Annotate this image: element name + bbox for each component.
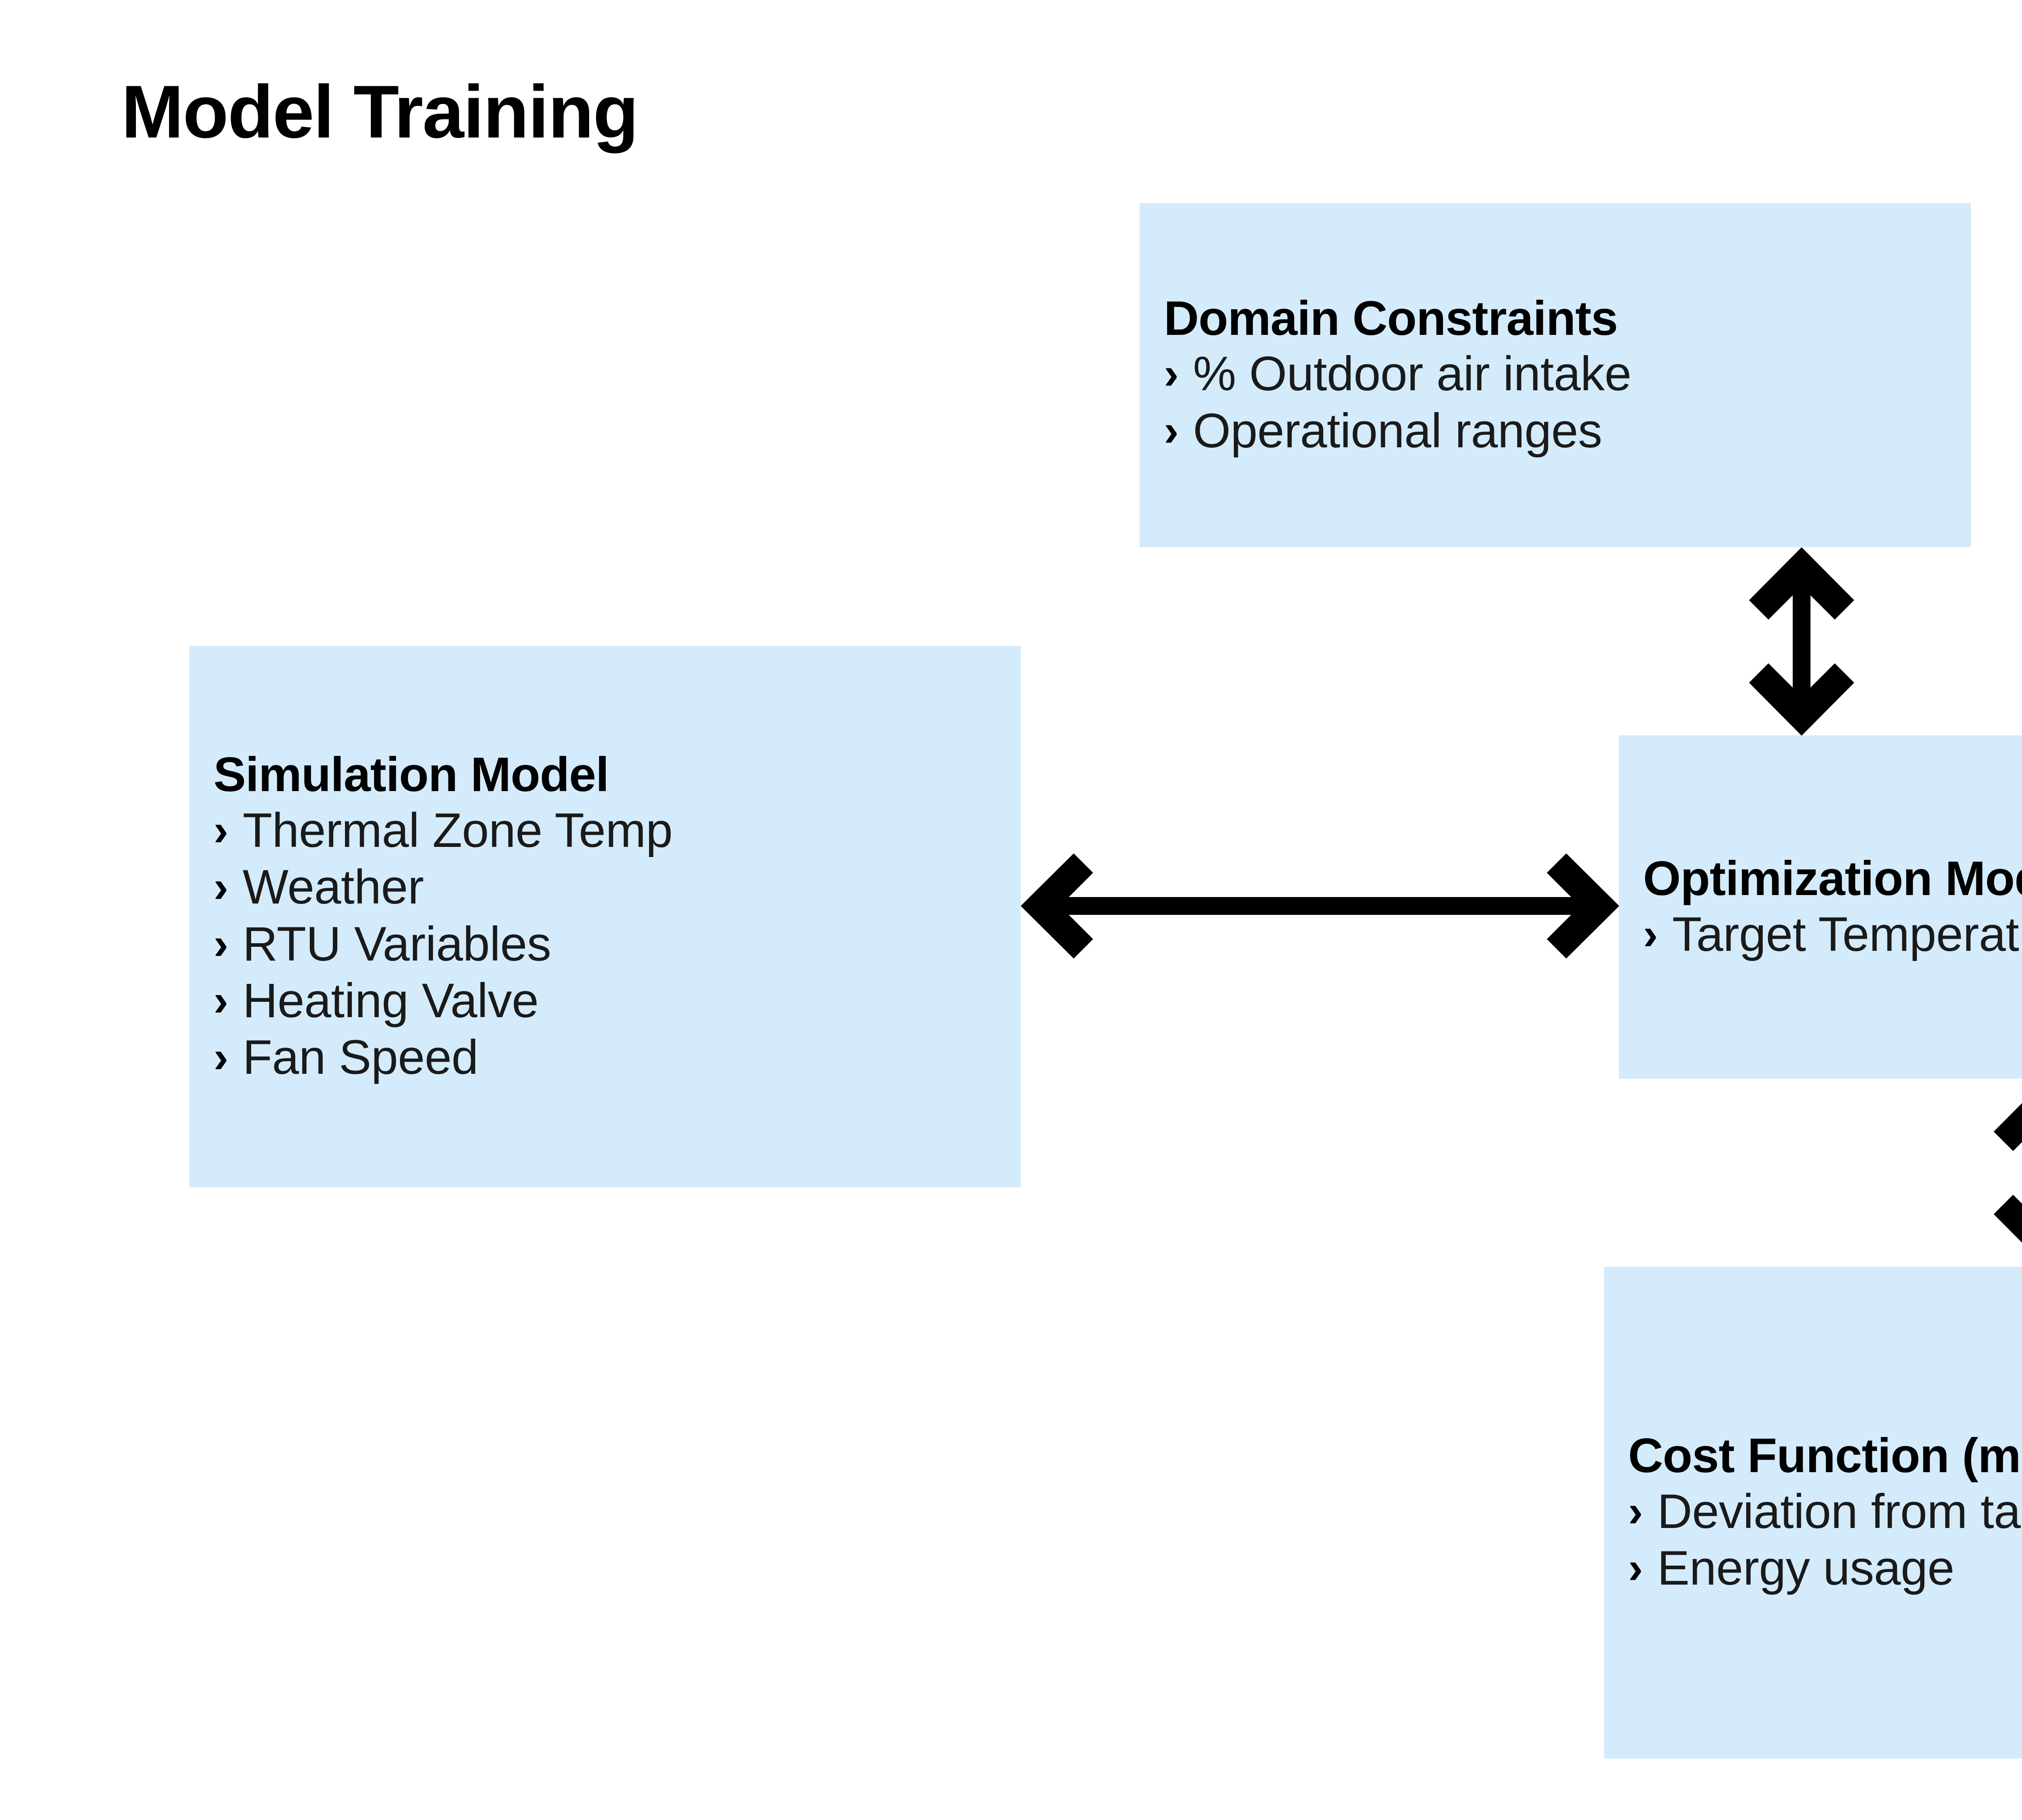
chevron-right-icon: › <box>214 918 228 969</box>
node-domain-constraints[interactable]: Domain Constraints › % Outdoor air intak… <box>1140 203 1971 547</box>
list-item: › Target Temperature <box>1643 906 2022 963</box>
node-domain-constraints-bullets: › % Outdoor air intake › Operational ran… <box>1164 345 1947 459</box>
list-item-label: Energy usage <box>1657 1541 1954 1596</box>
node-simulation-model[interactable]: Simulation Model › Thermal Zone Temp › W… <box>189 646 1021 1187</box>
list-item: › Operational ranges <box>1164 402 1947 459</box>
chevron-right-icon: › <box>1628 1543 1643 1593</box>
node-simulation-model-title: Simulation Model <box>214 747 609 802</box>
list-item-label: Deviation from target temperatura <box>1657 1484 2022 1539</box>
list-item-label: % Outdoor air intake <box>1193 347 1631 401</box>
node-optimization-model-title: Optimization Model <box>1643 851 2022 906</box>
node-cost-function[interactable]: Cost Function (minimization criteria) › … <box>1604 1267 2022 1759</box>
page-title: Model Training <box>121 70 639 154</box>
list-item-label: Fan Speed <box>243 1030 478 1085</box>
node-cost-function-bullets: › Deviation from target temperatura › En… <box>1628 1483 2022 1597</box>
chevron-right-icon: › <box>1164 349 1179 399</box>
list-item-label: RTU Variables <box>243 916 551 971</box>
chevron-right-icon: › <box>1643 909 1658 959</box>
list-item-label: Thermal Zone Temp <box>243 803 673 857</box>
connector-simulation-to-optimization-arrow <box>1021 851 1619 961</box>
list-item: › % Outdoor air intake <box>1164 345 1947 402</box>
chevron-right-icon: › <box>214 975 228 1025</box>
list-item: › Heating Valve <box>214 972 996 1029</box>
chevron-right-icon: › <box>214 1032 228 1082</box>
chevron-right-icon: › <box>214 862 228 912</box>
list-item-label: Heating Valve <box>243 973 539 1028</box>
node-simulation-model-bullets: › Thermal Zone Temp › Weather › RTU Vari… <box>214 802 996 1086</box>
list-item-label: Operational ranges <box>1193 403 1602 458</box>
list-item: › Fan Speed <box>214 1029 996 1086</box>
chevron-right-icon: › <box>1164 405 1179 455</box>
chevron-right-icon: › <box>214 805 228 855</box>
connector-domain-to-optimization-arrow <box>1747 547 1856 736</box>
list-item: › Weather <box>214 859 996 915</box>
list-item-label: Target Temperature <box>1672 907 2022 961</box>
list-item: › Thermal Zone Temp <box>214 802 996 859</box>
list-item-label: Weather <box>243 860 424 914</box>
list-item: › RTU Variables <box>214 916 996 972</box>
node-domain-constraints-title: Domain Constraints <box>1164 291 1618 345</box>
list-item: › Energy usage <box>1628 1540 2022 1596</box>
chevron-right-icon: › <box>1628 1486 1643 1536</box>
node-cost-function-title: Cost Function (minimization criteria) <box>1628 1428 2022 1483</box>
list-item: › Deviation from target temperatura <box>1628 1483 2022 1540</box>
node-optimization-model[interactable]: Optimization Model › Target Temperature <box>1619 735 2022 1079</box>
connector-optimization-to-cost-arrow <box>1992 1079 2022 1267</box>
node-optimization-model-bullets: › Target Temperature <box>1643 906 2022 963</box>
